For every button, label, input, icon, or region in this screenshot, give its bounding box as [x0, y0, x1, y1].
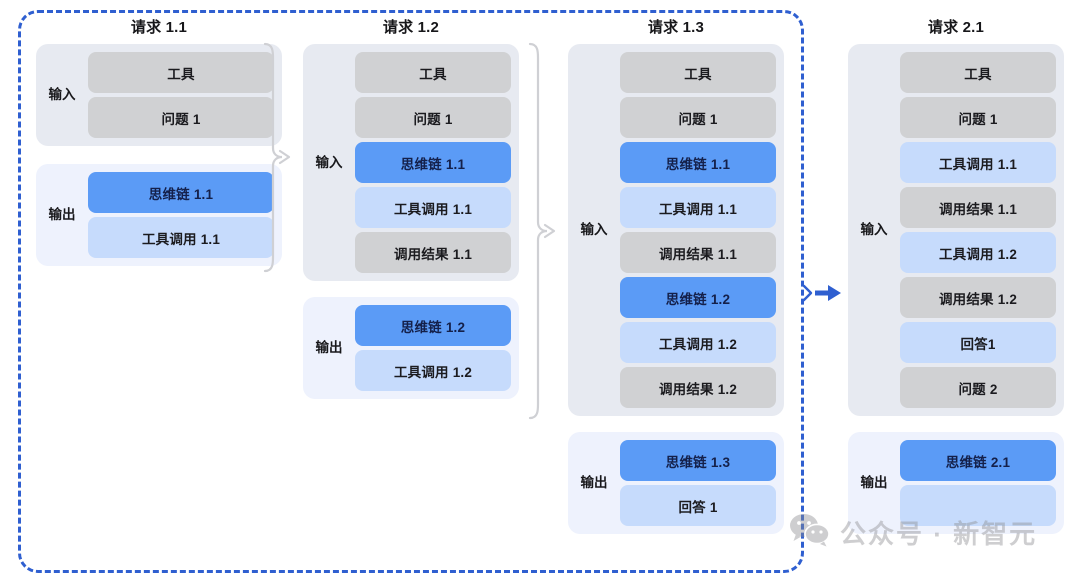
group-label-output: 输出 — [860, 475, 888, 491]
column-title: 请求 1.3 — [647, 19, 705, 36]
chip-item[interactable]: 工具调用 1.1 — [620, 187, 776, 228]
session-1-boundary — [18, 10, 804, 573]
group-input: 输入 工具 问题 1 思维链 1.1 工具调用 1.1 调用结果 1.1 — [303, 44, 519, 281]
group-input: 输入 工具 问题 1 思维链 1.1 工具调用 1.1 调用结果 1.1 思维链… — [568, 44, 784, 416]
chip-item[interactable]: 工具调用 1.1 — [900, 142, 1056, 183]
chip-item[interactable]: 问题 1 — [355, 97, 511, 138]
column-title: 请求 1.2 — [382, 19, 440, 36]
chip-item[interactable]: 回答 1 — [620, 485, 776, 526]
group-input: 输入 工具 问题 1 工具调用 1.1 调用结果 1.1 工具调用 1.2 调用… — [848, 44, 1064, 416]
chip-item[interactable]: 思维链 1.1 — [355, 142, 511, 183]
chip-item[interactable]: 工具 — [88, 52, 274, 93]
group-label-output: 输出 — [48, 207, 76, 223]
chip-item[interactable]: 问题 1 — [900, 97, 1056, 138]
chip-item[interactable]: 思维链 2.1 — [900, 440, 1056, 481]
group-items: 思维链 1.3 回答 1 — [620, 440, 776, 526]
group-items: 思维链 2.1 — [900, 440, 1056, 526]
chip-item[interactable]: 工具调用 1.2 — [620, 322, 776, 363]
group-output: 输出 思维链 1.1 工具调用 1.1 — [36, 164, 282, 266]
group-label-input: 输入 — [860, 222, 888, 238]
column-request-1-1: 请求 1.1 输入 工具 问题 1 输出 思维链 1.1 工具调用 1.1 — [36, 16, 282, 266]
column-request-1-2: 请求 1.2 输入 工具 问题 1 思维链 1.1 工具调用 1.1 调用结果 … — [303, 16, 519, 399]
group-output: 输出 思维链 2.1 — [848, 432, 1064, 534]
group-label-output: 输出 — [315, 340, 343, 356]
group-label-input: 输入 — [580, 222, 608, 238]
chip-item[interactable]: 工具 — [355, 52, 511, 93]
chip-item[interactable]: 工具调用 1.2 — [355, 350, 511, 391]
chip-item[interactable]: 思维链 1.2 — [620, 277, 776, 318]
group-items: 思维链 1.2 工具调用 1.2 — [355, 305, 511, 391]
column-title: 请求 1.1 — [130, 19, 188, 36]
chip-item[interactable]: 工具 — [900, 52, 1056, 93]
group-label-input: 输入 — [48, 87, 76, 103]
brace-connector-1 — [256, 40, 292, 275]
chip-item[interactable]: 思维链 1.1 — [88, 172, 274, 213]
chip-item[interactable]: 工具调用 1.1 — [355, 187, 511, 228]
group-label-output: 输出 — [580, 475, 608, 491]
chip-item[interactable]: 工具 — [620, 52, 776, 93]
group-output: 输出 思维链 1.3 回答 1 — [568, 432, 784, 534]
chip-item[interactable]: 问题 1 — [88, 97, 274, 138]
group-output: 输出 思维链 1.2 工具调用 1.2 — [303, 297, 519, 399]
chip-item[interactable]: 问题 1 — [620, 97, 776, 138]
brace-connector-2 — [521, 40, 557, 422]
chip-item[interactable]: 工具调用 1.2 — [900, 232, 1056, 273]
group-input: 输入 工具 问题 1 — [36, 44, 282, 146]
group-items: 工具 问题 1 思维链 1.1 工具调用 1.1 调用结果 1.1 — [355, 52, 511, 273]
group-items: 工具 问题 1 思维链 1.1 工具调用 1.1 调用结果 1.1 思维链 1.… — [620, 52, 776, 408]
chip-item[interactable]: 调用结果 1.2 — [900, 277, 1056, 318]
group-items: 工具 问题 1 工具调用 1.1 调用结果 1.1 工具调用 1.2 调用结果 … — [900, 52, 1056, 408]
chip-item[interactable]: 工具调用 1.1 — [88, 217, 274, 258]
chip-item[interactable]: 调用结果 1.1 — [900, 187, 1056, 228]
chip-item[interactable]: 问题 2 — [900, 367, 1056, 408]
chip-item[interactable]: 思维链 1.1 — [620, 142, 776, 183]
chip-item[interactable]: 思维链 1.3 — [620, 440, 776, 481]
column-title: 请求 2.1 — [927, 19, 985, 36]
chip-item[interactable] — [900, 485, 1056, 526]
group-label-input: 输入 — [315, 154, 343, 170]
chip-item[interactable]: 回答1 — [900, 322, 1056, 363]
chip-item[interactable]: 调用结果 1.1 — [355, 232, 511, 273]
column-request-2-1: 请求 2.1 输入 工具 问题 1 工具调用 1.1 调用结果 1.1 工具调用… — [848, 16, 1064, 534]
session-transition-arrow — [800, 278, 846, 313]
chip-item[interactable]: 调用结果 1.1 — [620, 232, 776, 273]
chip-item[interactable]: 思维链 1.2 — [355, 305, 511, 346]
chip-item[interactable]: 调用结果 1.2 — [620, 367, 776, 408]
column-request-1-3: 请求 1.3 输入 工具 问题 1 思维链 1.1 工具调用 1.1 调用结果 … — [568, 16, 784, 534]
group-items: 工具 问题 1 — [88, 52, 274, 138]
group-items: 思维链 1.1 工具调用 1.1 — [88, 172, 274, 258]
